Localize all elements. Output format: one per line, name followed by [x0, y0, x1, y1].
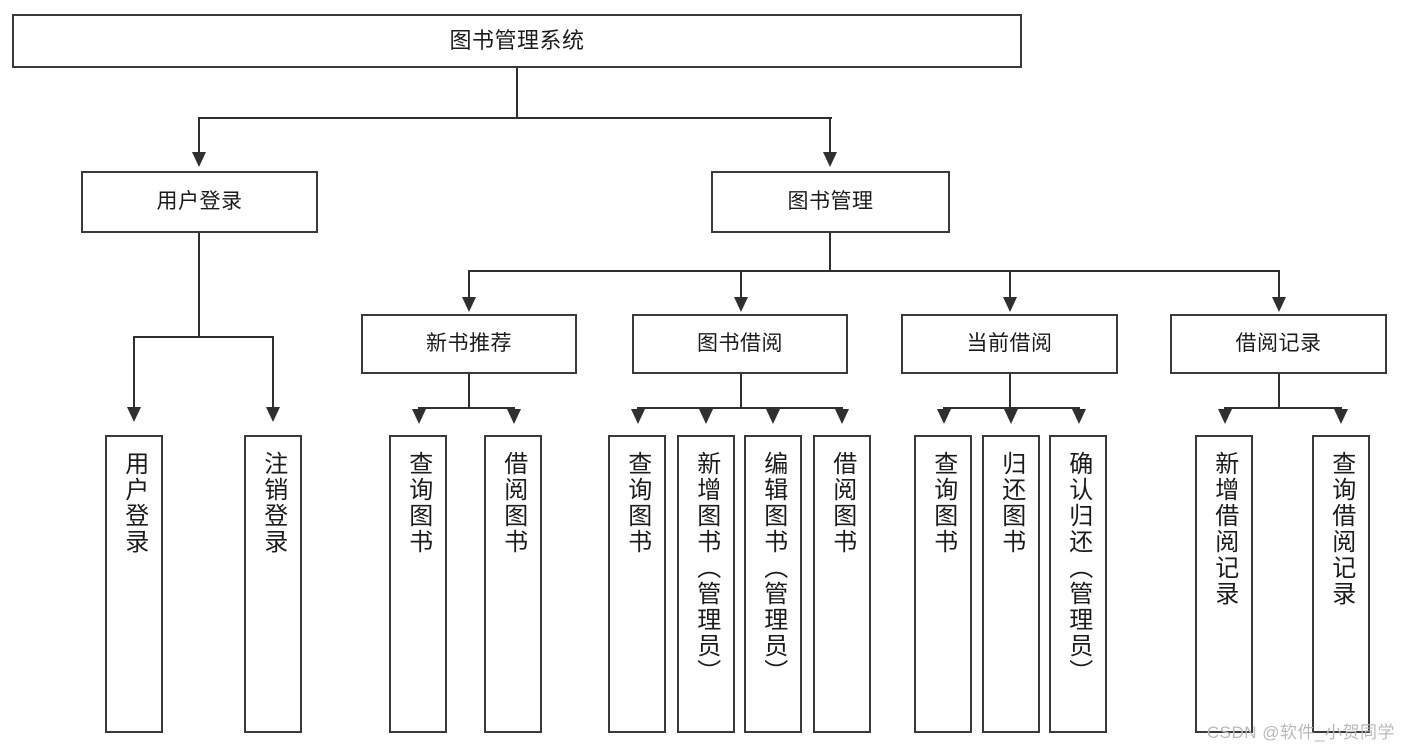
connector-book-manage-stem: [829, 233, 831, 270]
connector-user-login-drop-2: [272, 336, 274, 408]
arrow-to-bb-leaf-4: [835, 409, 849, 424]
arrow-to-book-manage: [823, 152, 837, 167]
connector-cb-stem: [1009, 374, 1011, 407]
node-new-book-recommend[interactable]: 新书推荐: [361, 314, 577, 374]
connector-bm-drop-1: [468, 270, 470, 306]
node-label: 用户登录: [156, 190, 243, 214]
connector-bm-drop-3: [1009, 270, 1011, 306]
node-label: 归还图书: [997, 451, 1025, 555]
connector-root-bus: [198, 117, 832, 119]
node-book-manage[interactable]: 图书管理: [711, 171, 950, 233]
leaf-br-query-record[interactable]: 查询借阅记录: [1312, 435, 1370, 733]
connector-bm-drop-2: [740, 270, 742, 306]
arrow-to-user-login: [192, 152, 206, 167]
leaf-bb-add-book-admin[interactable]: 新增图书（管理员）: [677, 435, 735, 733]
arrow-to-br-leaf-2: [1334, 409, 1348, 424]
leaf-user-login[interactable]: 用户登录: [105, 435, 163, 733]
connector-br-stem: [1278, 374, 1280, 407]
node-label: 图书借阅: [697, 332, 783, 356]
connector-bb-bus: [637, 407, 843, 409]
connector-root-drop-right: [829, 117, 831, 153]
node-label: 查询图书: [623, 451, 651, 555]
node-user-login[interactable]: 用户登录: [81, 171, 318, 233]
node-label: 当前借阅: [966, 332, 1053, 356]
node-label: 查询图书: [929, 451, 957, 555]
node-label: 查询借阅记录: [1327, 451, 1355, 607]
leaf-nbr-query-book[interactable]: 查询图书: [389, 435, 447, 733]
node-label: 新增图书（管理员）: [692, 451, 720, 685]
node-label: 用户登录: [120, 451, 148, 555]
connector-user-login-bus: [133, 336, 273, 338]
leaf-bb-borrow-book[interactable]: 借阅图书: [813, 435, 871, 733]
connector-user-login-drop-1: [133, 336, 135, 408]
leaf-logout[interactable]: 注销登录: [244, 435, 302, 733]
arrow-to-bb-leaf-1: [631, 409, 645, 424]
watermark: CSDN @软件_小贺同学: [1206, 723, 1395, 742]
leaf-nbr-borrow-book[interactable]: 借阅图书: [484, 435, 542, 733]
connector-book-manage-bus: [468, 270, 1279, 272]
node-label: 借阅图书: [499, 451, 527, 555]
node-label: 借阅图书: [828, 451, 856, 555]
arrow-to-leaf-user-login: [127, 407, 141, 422]
leaf-cb-query-book[interactable]: 查询图书: [914, 435, 972, 733]
connector-user-login-stem: [198, 233, 200, 336]
connector-br-bus: [1224, 407, 1341, 409]
arrow-to-bb-leaf-3: [766, 409, 780, 424]
node-label: 确认归还（管理员）: [1064, 451, 1092, 685]
connector-nbr-bus: [418, 407, 514, 409]
leaf-bb-edit-book-admin[interactable]: 编辑图书（管理员）: [744, 435, 802, 733]
connector-bm-drop-4: [1278, 270, 1280, 306]
connector-nbr-stem: [468, 374, 470, 407]
node-root-system[interactable]: 图书管理系统: [12, 14, 1022, 68]
leaf-bb-query-book[interactable]: 查询图书: [608, 435, 666, 733]
arrow-to-current-borrow: [1003, 297, 1017, 312]
arrow-to-br-leaf-1: [1218, 409, 1232, 424]
connector-bb-stem: [740, 374, 742, 407]
arrow-to-new-book-recommend: [462, 297, 476, 312]
arrow-to-bb-leaf-2: [699, 409, 713, 424]
arrow-to-borrow-record: [1272, 297, 1286, 312]
leaf-cb-return-book[interactable]: 归还图书: [982, 435, 1040, 733]
node-label: 编辑图书（管理员）: [759, 451, 787, 685]
arrow-to-nbr-leaf-1: [412, 409, 426, 424]
connector-root-stem: [516, 68, 518, 117]
arrow-to-nbr-leaf-2: [507, 409, 521, 424]
node-label: 图书管理: [787, 190, 874, 214]
node-label: 新增借阅记录: [1210, 451, 1238, 607]
node-label: 图书管理系统: [449, 27, 585, 53]
node-label: 注销登录: [259, 451, 287, 555]
connector-root-drop-left: [198, 117, 200, 153]
node-book-borrow[interactable]: 图书借阅: [632, 314, 848, 374]
arrow-to-cb-leaf-2: [1004, 409, 1018, 424]
node-label: 查询图书: [404, 451, 432, 555]
node-label: 新书推荐: [426, 332, 512, 356]
arrow-to-cb-leaf-1: [937, 409, 951, 424]
node-borrow-record[interactable]: 借阅记录: [1170, 314, 1387, 374]
leaf-br-add-record[interactable]: 新增借阅记录: [1195, 435, 1253, 733]
arrow-to-cb-leaf-3: [1072, 409, 1086, 424]
node-label: 借阅记录: [1235, 332, 1322, 356]
leaf-cb-confirm-return-admin[interactable]: 确认归还（管理员）: [1049, 435, 1107, 733]
node-current-borrow[interactable]: 当前借阅: [901, 314, 1118, 374]
arrow-to-leaf-logout: [266, 407, 280, 422]
arrow-to-book-borrow: [734, 297, 748, 312]
